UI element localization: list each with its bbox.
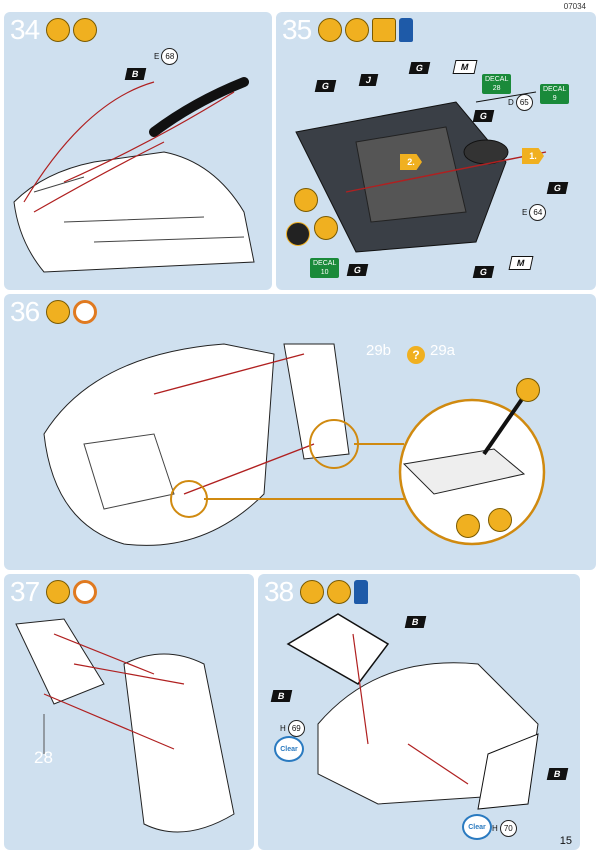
glue-tube-icon — [294, 188, 318, 212]
step-37-panel: 37 28 — [4, 574, 254, 850]
part-label-28: 28 — [34, 748, 53, 767]
tag-m: M — [452, 60, 477, 74]
clock-icon — [73, 580, 97, 604]
step-number: 36 — [10, 296, 40, 327]
glue-tube-icon — [46, 300, 70, 324]
document-code: 07034 — [563, 2, 586, 11]
paintbrush-icon — [345, 18, 369, 42]
tag-g: G — [546, 182, 569, 194]
tag-g: G — [408, 62, 431, 74]
step-35-drawing — [295, 91, 547, 253]
step-number: 35 — [282, 14, 312, 45]
glue-tube-icon — [318, 18, 342, 42]
align-icon — [286, 222, 310, 246]
step-36-panel: 36 29b ? 29a — [4, 294, 596, 570]
variant-29b: 29b — [366, 342, 392, 359]
variant-29a: 29a — [430, 342, 456, 359]
tag-g: G — [346, 264, 369, 276]
step-callout-1: 1. — [522, 148, 544, 164]
clear-badge: Clear — [274, 736, 304, 762]
page-number: 15 — [559, 835, 572, 847]
tag-g: G — [472, 266, 495, 278]
step-number: 38 — [264, 576, 294, 607]
step-callout-2: 2. — [400, 154, 422, 170]
step-icons — [46, 580, 97, 604]
tag-j: J — [358, 74, 379, 86]
step-34-drawing — [13, 77, 255, 273]
question-icon: ? — [407, 346, 425, 364]
glue-tube-icon — [46, 580, 70, 604]
glue-tube-icon — [300, 580, 324, 604]
paint-bottle-icon — [354, 580, 368, 604]
step-37-drawing — [15, 618, 235, 833]
paint-bottle-icon — [399, 18, 413, 42]
tag-b: B — [404, 616, 426, 628]
rotate-icon — [488, 508, 512, 532]
paintbrush-icon — [73, 18, 97, 42]
tag-m: M — [508, 256, 533, 270]
step-36-drawing — [43, 343, 546, 546]
tag-b: B — [270, 690, 292, 702]
glue-tube-icon — [46, 18, 70, 42]
step-number: 37 — [10, 576, 40, 607]
step-38-drawing — [286, 613, 539, 810]
paintbrush-icon — [314, 216, 338, 240]
paintbrush-icon — [327, 580, 351, 604]
step-icons — [318, 18, 413, 42]
tag-g: G — [314, 80, 337, 92]
glue-tube-icon — [516, 378, 540, 402]
decal-water-icon — [372, 18, 396, 42]
step-number: 34 — [10, 14, 40, 45]
clock-icon — [73, 300, 97, 324]
step-icons — [46, 300, 97, 324]
step-icons — [300, 580, 368, 604]
tag-g: G — [472, 110, 495, 122]
tag-b: B — [546, 768, 568, 780]
step-icons — [46, 18, 97, 42]
clear-badge: Clear — [462, 814, 492, 840]
spread-icon — [456, 514, 480, 538]
